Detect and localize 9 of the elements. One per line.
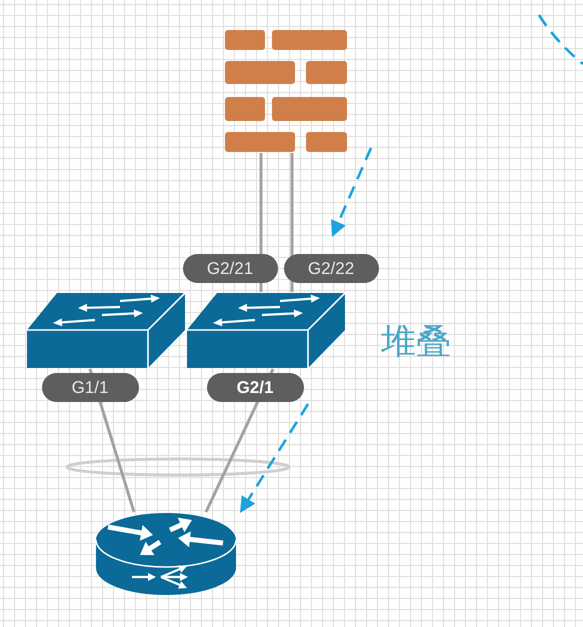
annotation-text: 堆叠 <box>381 322 451 362</box>
edge-label: G1/1 <box>42 372 138 402</box>
edge-label: G2/1 <box>206 372 304 402</box>
firewall-icon <box>224 29 348 153</box>
router-icon <box>95 512 237 596</box>
switch-icon <box>27 292 186 369</box>
edge-label: G2/22 <box>284 254 378 282</box>
edge-label: G2/21 <box>182 254 278 282</box>
switch-icon <box>187 292 346 369</box>
